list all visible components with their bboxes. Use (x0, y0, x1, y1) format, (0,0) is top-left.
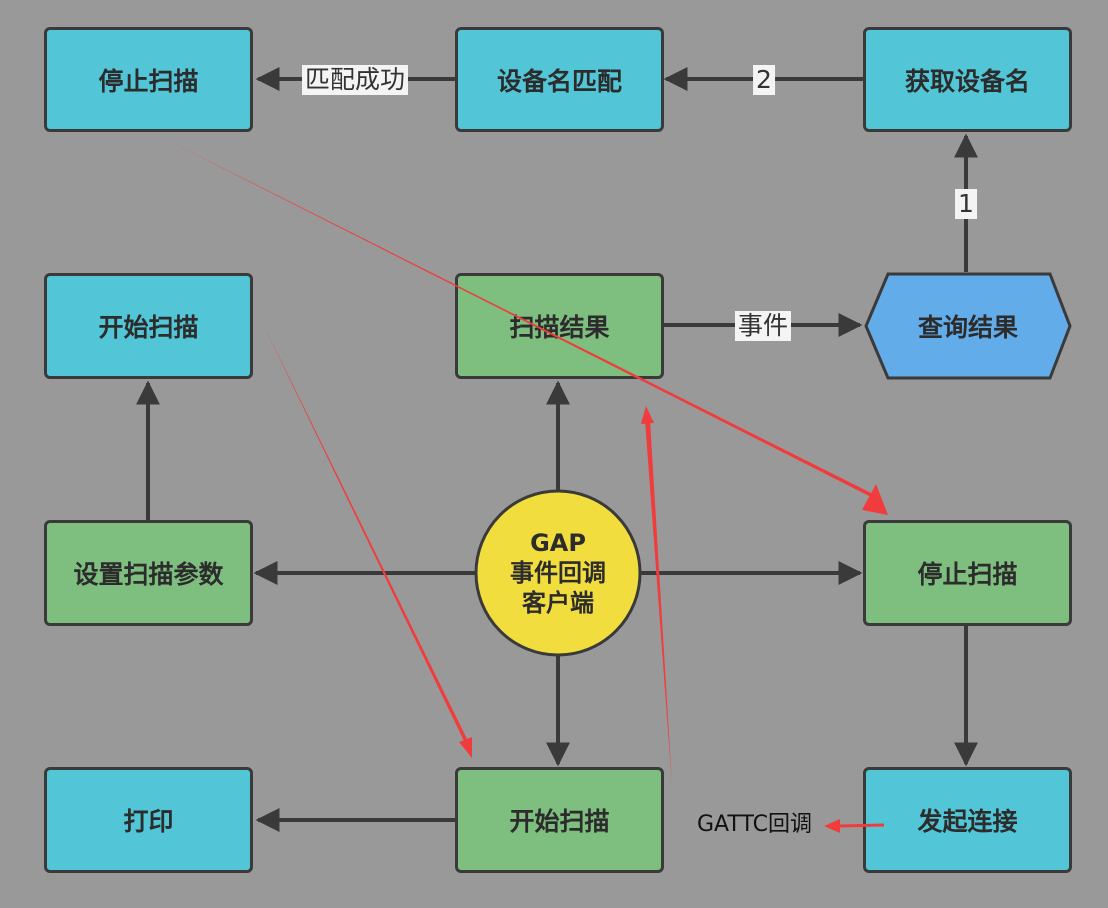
gattc-callback-annotation: GATTC回调 (697, 812, 812, 837)
connect-label: 发起连接 (917, 807, 1018, 836)
scan-result-node: 扫描结果 (455, 273, 664, 379)
event-edge-label: 事件 (734, 311, 792, 341)
device-name-match-label: 设备名匹配 (496, 66, 622, 96)
stop-scan-top-label: 停止扫描 (98, 66, 199, 96)
get-device-name-label: 获取设备名 (904, 66, 1030, 96)
start-scan-bottom-node: 开始扫描 (455, 767, 664, 873)
match-success-edge-label: 匹配成功 (301, 65, 409, 95)
scan-result-label: 扫描结果 (509, 313, 610, 342)
print-node: 打印 (44, 767, 253, 873)
gap-callback-line3: 客户端 (522, 589, 594, 617)
stop-scan-right-label: 停止扫描 (917, 560, 1018, 589)
stop-scan-top-node: 停止扫描 (44, 27, 253, 132)
set-scan-params-node: 设置扫描参数 (44, 520, 253, 626)
gap-callback-label: GAP 事件回调 客户端 (476, 491, 640, 655)
connect-node: 发起连接 (863, 767, 1072, 873)
device-name-match-node: 设备名匹配 (455, 27, 664, 132)
step2-edge-label: 2 (753, 65, 775, 95)
gap-callback-line1: GAP (530, 529, 586, 557)
stop-scan-right-node: 停止扫描 (863, 520, 1072, 626)
start-scan-left-label: 开始扫描 (98, 313, 199, 342)
query-result-label: 查询结果 (917, 313, 1018, 342)
start-scan-bottom-label: 开始扫描 (509, 807, 610, 836)
print-label: 打印 (123, 807, 174, 836)
step1-edge-label: 1 (955, 189, 977, 219)
start-scan-left-node: 开始扫描 (44, 273, 253, 379)
set-scan-params-label: 设置扫描参数 (73, 560, 224, 589)
get-device-name-node: 获取设备名 (863, 27, 1072, 132)
gap-callback-line2: 事件回调 (510, 559, 606, 587)
